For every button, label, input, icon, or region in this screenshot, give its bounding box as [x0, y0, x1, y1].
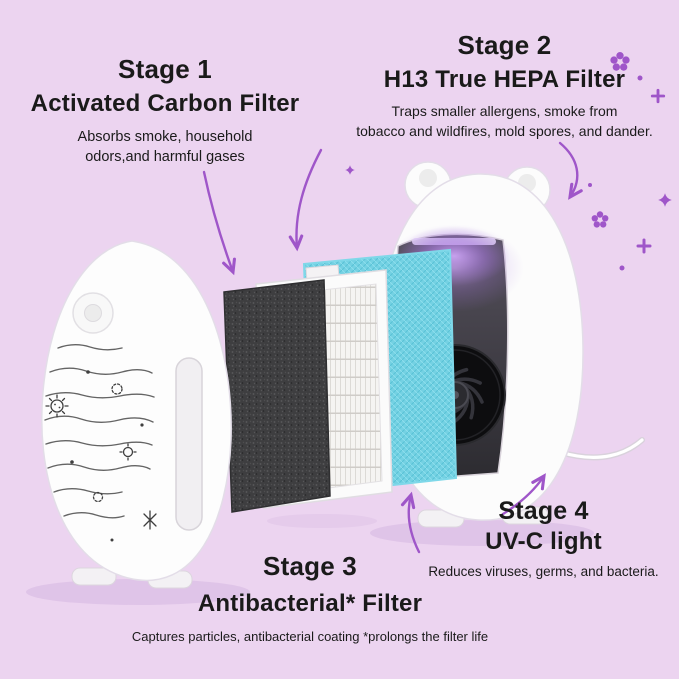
stage1-desc: Absorbs smoke, household odors,and harmf…	[77, 129, 253, 166]
virus-icon	[45, 394, 69, 418]
stage4-title: Stage 4	[498, 497, 589, 525]
sparkles	[345, 51, 672, 271]
cell-icon	[92, 491, 104, 503]
arrow-stage1	[202, 170, 236, 276]
sparkle-star-icon	[658, 193, 672, 207]
virus-icon	[119, 443, 137, 461]
airflow-lines	[44, 344, 155, 519]
power-cord	[557, 437, 645, 461]
sparkle-plus-icon	[636, 238, 652, 254]
germ-icons	[45, 370, 157, 542]
stage2-subtitle: H13 True HEPA Filter	[383, 66, 626, 93]
sparkle-dot	[637, 75, 643, 81]
front-shell	[41, 240, 232, 589]
stage3-subtitle: Antibacterial* Filter	[197, 590, 423, 617]
sparkle-flower-icon	[591, 211, 609, 228]
power-button-icon	[72, 292, 114, 334]
annotation-arrows	[202, 141, 583, 554]
stage2-title: Stage 2	[457, 30, 552, 60]
asterisk-germ-icon	[143, 510, 157, 530]
arrow-stage2-right	[558, 141, 583, 200]
arrow-stage4	[501, 473, 546, 516]
stage4-subtitle: UV-C light	[485, 528, 602, 555]
sparkle-star-icon	[345, 165, 355, 175]
arrow-stage2	[288, 148, 323, 252]
sparkle-dot	[619, 265, 625, 271]
filter-stack-shadow	[267, 514, 377, 528]
stage1-label: Stage 1 Activated Carbon Filter Absorbs …	[20, 54, 310, 168]
stage1-title: Stage 1	[118, 54, 212, 84]
stage3-title: Stage 3	[263, 551, 357, 581]
arrow-stage3	[400, 491, 421, 554]
stage1-subtitle: Activated Carbon Filter	[30, 90, 300, 117]
stage3-desc: Captures particles, antibacterial coatin…	[131, 629, 489, 644]
stage2-label: Stage 2 H13 True HEPA Filter Traps small…	[330, 30, 679, 141]
cell-icon	[111, 383, 123, 395]
sparkle-dot	[588, 183, 592, 187]
stage3-label: Stage 3 Antibacterial* Filter Captures p…	[80, 551, 540, 646]
stage4-label: Stage 4 UV-C light Reduces viruses, germ…	[408, 497, 679, 582]
handle-slot	[175, 357, 203, 531]
shell-foot	[71, 567, 117, 586]
activated-carbon-filter	[223, 279, 331, 513]
stage2-desc: Traps smaller allergens, smoke from toba…	[356, 103, 653, 139]
stage4-desc: Reduces viruses, germs, and bacteria.	[428, 564, 659, 579]
